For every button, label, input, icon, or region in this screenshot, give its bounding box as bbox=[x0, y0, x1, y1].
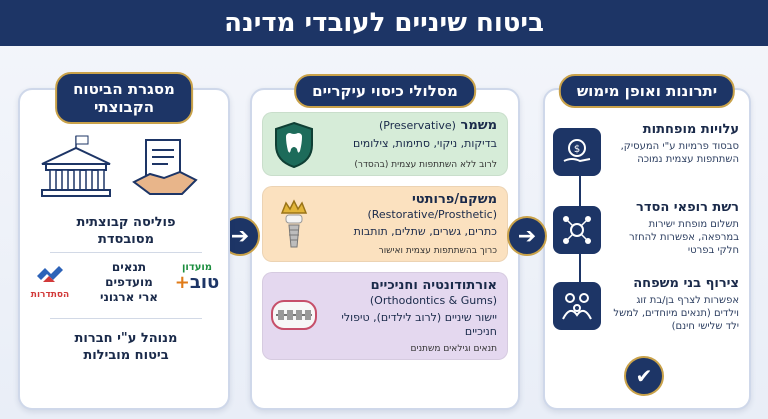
framework-panel-title: מסגרת הביטוח הקבוצתי bbox=[55, 72, 193, 124]
track-title: אורתודונטיה וחניכיים(Orthodontics & Gums… bbox=[313, 278, 497, 308]
coverage-panel: מסלולי כיסוי עיקריים משמר (Preservative)… bbox=[250, 74, 520, 410]
track-restorative: משקם/פרותטי(Restorative/Prosthetic) כתרי… bbox=[262, 186, 508, 262]
network-icon bbox=[553, 206, 601, 254]
managed-line: מנוהל ע"י חברות bbox=[74, 331, 178, 346]
feature-title: רשת רופאי הסדר bbox=[636, 200, 739, 215]
arrow-right-icon: ➔ bbox=[507, 216, 547, 256]
building-handshake-illustration bbox=[32, 134, 220, 204]
hand-coin-icon: $ bbox=[553, 128, 601, 176]
feature-desc: תשלום מופחת ישירות במרפאה, אפשרות להחזר … bbox=[628, 219, 739, 256]
policy-line: פוליסה קבוצתית bbox=[76, 215, 176, 230]
track-english-name: (Restorative/Prosthetic) bbox=[367, 208, 497, 221]
track-desc: בדיקות, ניקוי, סתימות, צילומים bbox=[353, 137, 497, 150]
feature-dentist-network: רשת רופאי הסדר תשלום מופחת ישירות במרפאה… bbox=[553, 200, 739, 270]
logo-text: הסתדרות bbox=[30, 290, 70, 300]
benefits-panel-title: יתרונות ואופן מימוש bbox=[558, 74, 736, 108]
track-preservative: משמר (Preservative) בדיקות, ניקוי, סתימו… bbox=[262, 112, 508, 176]
family-icon bbox=[553, 282, 601, 330]
check-icon: ✔ bbox=[624, 356, 664, 396]
track-name: אורתודונטיה וחניכיים bbox=[370, 278, 497, 293]
framework-title-line: הקבוצתי bbox=[93, 98, 155, 116]
feature-title: צירוף בני משפחה bbox=[633, 276, 739, 291]
terms-line: ארי ארגוני bbox=[99, 290, 159, 304]
feature-family: צירוף בני משפחה אפשרות לצרף בן/בת זוג וי… bbox=[553, 276, 739, 360]
page-title: ביטוח שיניים לעובדי מדינה bbox=[224, 8, 544, 38]
track-desc: כתרים, גשרים, שתלים, תותבות bbox=[353, 225, 497, 238]
track-title: משמר (Preservative) bbox=[313, 118, 497, 133]
moadon-tov-logo: מועדון טוב+ bbox=[170, 262, 224, 293]
track-title: משקם/פרותטי(Restorative/Prosthetic) bbox=[313, 192, 497, 222]
tooth-shield-icon bbox=[269, 119, 319, 171]
connector-line bbox=[579, 174, 581, 214]
terms-line: מועדפים bbox=[105, 275, 153, 289]
policy-text: פוליסה קבוצתית מסובסדת bbox=[28, 214, 224, 248]
histadrut-emblem-icon bbox=[37, 266, 63, 282]
track-name: משמר bbox=[460, 118, 498, 133]
divider bbox=[50, 252, 202, 253]
divider bbox=[50, 318, 202, 319]
track-english-name: (Preservative) bbox=[378, 119, 456, 132]
coverage-panel-title: מסלולי כיסוי עיקריים bbox=[294, 74, 476, 108]
framework-title-line: מסגרת הביטוח bbox=[73, 80, 175, 98]
managed-text: מנוהל ע"י חברות ביטוח מובילות bbox=[28, 330, 224, 364]
track-note: לרוב ללא השתתפות עצמית (בהסדר) bbox=[354, 160, 497, 170]
track-desc: יישור שיניים (לרוב לילדים), טיפולי חניכי… bbox=[341, 311, 497, 338]
track-english-name: (Orthodontics & Gums) bbox=[369, 294, 497, 307]
feature-reduced-costs: $ עלויות מופחתות סבסוד פרמיות ע"י המעסיק… bbox=[553, 122, 739, 192]
connector-line bbox=[579, 250, 581, 286]
feature-title: עלויות מופחתות bbox=[642, 122, 739, 137]
track-name: משקם/פרותטי bbox=[411, 192, 497, 207]
terms-line: תנאים bbox=[111, 260, 147, 274]
title-bar: ביטוח שיניים לעובדי מדינה bbox=[0, 0, 768, 46]
logo-text: מועדון bbox=[181, 262, 213, 273]
terms-text: תנאים מועדפים ארי ארגוני bbox=[84, 260, 174, 305]
braces-icon bbox=[269, 289, 319, 341]
histadrut-logo: הסתדרות bbox=[24, 264, 76, 301]
implant-crown-icon bbox=[269, 199, 319, 251]
feature-desc: אפשרות לצרף בן/בת זוג וילדים (תנאים מיוח… bbox=[613, 295, 739, 332]
managed-line: ביטוח מובילות bbox=[83, 348, 169, 363]
framework-panel: מסגרת הביטוח הקבוצתי פוליסה קבוצתית מסוב… bbox=[18, 72, 230, 410]
track-orthodontics: אורתודונטיה וחניכיים(Orthodontics & Gums… bbox=[262, 272, 508, 360]
track-note: תנאים וגילאים משתנים bbox=[410, 344, 497, 354]
feature-desc: סבסוד פרמיות ע"י המעסיק, השתתפות עצמית נ… bbox=[620, 141, 739, 165]
track-note: כרוך בהשתתפות עצמית ואישור bbox=[378, 246, 497, 256]
policy-line: מסובסדת bbox=[98, 232, 154, 247]
svg-text:$: $ bbox=[574, 144, 580, 155]
logo-text: טוב+ bbox=[174, 272, 220, 293]
